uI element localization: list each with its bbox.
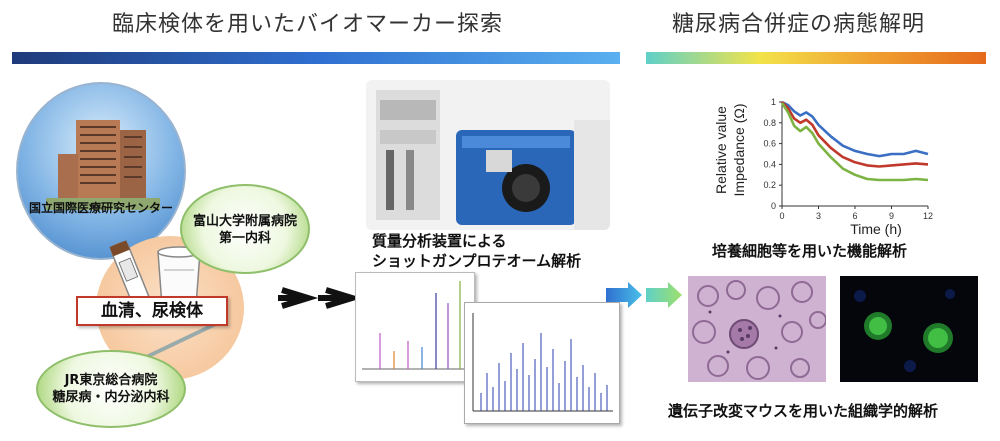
jr-label-line1: JR東京総合病院	[64, 373, 158, 388]
chart-x-tick-label: 6	[852, 211, 857, 221]
samples-label: 血清、尿検体	[101, 301, 203, 321]
kidney-fluorescence-image	[840, 276, 978, 382]
function-caption: 培養細胞等を用いた機能解析	[712, 242, 908, 260]
chart-y-tick-label: 0.4	[763, 159, 776, 169]
ncgm-circle	[16, 82, 186, 260]
chart-series-line-1	[781, 100, 929, 158]
left-heading: 臨床検体を用いたバイオマーカー探索	[112, 12, 504, 37]
left-heading-bar	[12, 52, 620, 64]
gradient-arrow-icon	[606, 282, 682, 308]
chart-x-label: Time (h)	[850, 221, 902, 237]
chart-x-tick-label: 3	[816, 211, 821, 221]
histology-he-image	[688, 276, 826, 382]
chart-x-tick-label: 0	[779, 211, 784, 221]
chart-x-tick-label: 9	[889, 211, 894, 221]
right-heading: 糖尿病合併症の病態解明	[672, 12, 926, 37]
ms-caption-line2: ショットガンプロテオーム解析	[372, 252, 582, 270]
chart-series-line-2	[781, 101, 929, 168]
chart-y-label-line1: Relative value	[713, 106, 729, 194]
kidney-he-stain-image	[688, 276, 826, 382]
toyama-label-line1: 富山大学附属病院	[192, 214, 297, 229]
spectrum-plot-front	[472, 313, 613, 412]
chart-y-tick-label: 1	[771, 97, 776, 107]
chart-y-label-line2: Impedance (Ω)	[731, 104, 747, 197]
spectrum-image-front	[464, 302, 620, 424]
impedance-chart: 0 0.2 0.4 0.6 0.8 1 0 3 6 9 12 Relative value Impe…	[713, 97, 933, 237]
chart-x-tick-label: 12	[923, 211, 933, 221]
spectrum-image-back	[355, 272, 475, 382]
chart-series-line-3	[780, 102, 929, 182]
histology-fluorescence-image	[840, 276, 978, 382]
ms-caption-line1: 質量分析装置による	[372, 232, 507, 250]
mass-spectrometer-image	[366, 80, 610, 230]
double-arrow-icon	[278, 287, 363, 309]
chart-y-tick-label: 0.2	[763, 180, 776, 190]
chart-y-tick-label: 0.8	[763, 118, 776, 128]
spectrum-plot-back	[362, 281, 468, 370]
hospital-building-image	[46, 120, 160, 210]
chart-y-tick-label: 0.6	[763, 139, 776, 149]
right-heading-bar	[646, 52, 986, 64]
histology-caption: 遺伝子改変マウスを用いた組織学的解析	[668, 402, 939, 420]
toyama-ellipse: 富山大学附属病院 第一内科	[180, 184, 310, 274]
jr-ellipse: JR東京総合病院 糖尿病・内分泌内科	[36, 350, 186, 428]
mass-spectrometer-photo	[366, 80, 610, 230]
jr-label-line2: 糖尿病・内分泌内科	[52, 390, 170, 405]
toyama-label-line2: 第一内科	[218, 231, 271, 246]
samples-label-box: 血清、尿検体	[76, 296, 228, 326]
ncgm-label: 国立国際医療研究センター	[28, 201, 173, 215]
chart-y-tick-label: 0	[771, 201, 776, 211]
